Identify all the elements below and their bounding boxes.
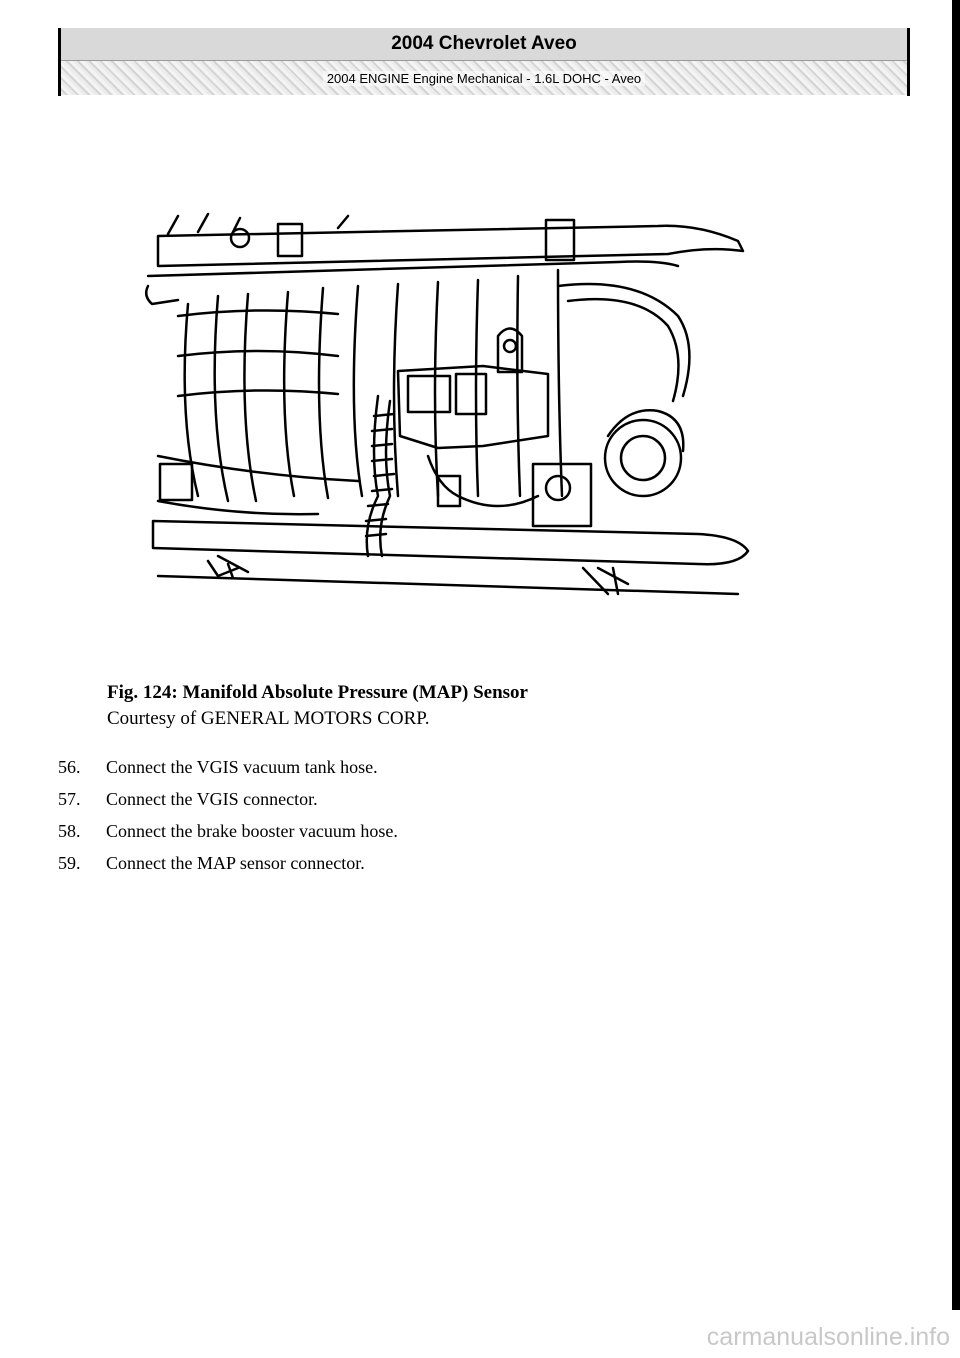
watermark-text: carmanualsonline.info	[706, 1323, 950, 1351]
step-text: Connect the MAP sensor connector.	[106, 853, 365, 873]
list-item: 57. Connect the VGIS connector.	[58, 789, 398, 821]
step-number: 56.	[58, 757, 81, 777]
list-item: 58. Connect the brake booster vacuum hos…	[58, 821, 398, 853]
document-subtitle-bar: 2004 ENGINE Engine Mechanical - 1.6L DOH…	[61, 61, 907, 95]
page-header: 2004 Chevrolet Aveo 2004 ENGINE Engine M…	[58, 28, 910, 96]
figure-title: Fig. 124: Manifold Absolute Pressure (MA…	[107, 682, 528, 703]
page-edge	[952, 0, 960, 1310]
list-item: 56. Connect the VGIS vacuum tank hose.	[58, 757, 398, 789]
procedure-steps: 56. Connect the VGIS vacuum tank hose. 5…	[58, 757, 398, 885]
map-sensor-illustration	[138, 196, 778, 616]
list-item: 59. Connect the MAP sensor connector.	[58, 853, 398, 885]
step-number: 59.	[58, 853, 81, 873]
document-title: 2004 Chevrolet Aveo	[61, 28, 907, 61]
figure-caption: Fig. 124: Manifold Absolute Pressure (MA…	[107, 680, 528, 732]
figure-credit: Courtesy of GENERAL MOTORS CORP.	[107, 708, 430, 729]
step-text: Connect the VGIS connector.	[106, 789, 318, 809]
document-subtitle: 2004 ENGINE Engine Mechanical - 1.6L DOH…	[322, 70, 646, 86]
step-number: 57.	[58, 789, 81, 809]
step-number: 58.	[58, 821, 81, 841]
step-text: Connect the brake booster vacuum hose.	[106, 821, 398, 841]
step-text: Connect the VGIS vacuum tank hose.	[106, 757, 378, 777]
